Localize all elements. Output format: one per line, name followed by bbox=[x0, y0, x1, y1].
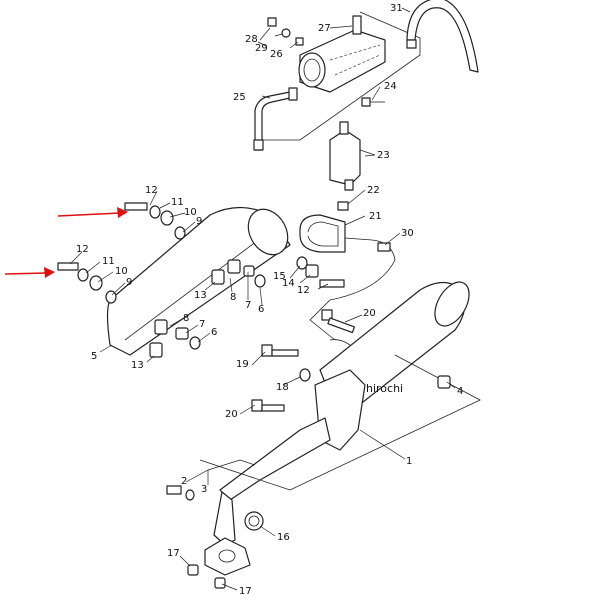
bolt-stack-top bbox=[124, 202, 186, 240]
muffler-body-part-1 bbox=[199, 281, 481, 546]
watermark-text: hirochi bbox=[366, 382, 403, 395]
callout-2: 2 bbox=[181, 476, 187, 487]
callout-30: 30 bbox=[401, 228, 414, 239]
callout-16: 16 bbox=[277, 532, 290, 543]
callout-15: 15 bbox=[273, 271, 286, 282]
bolt-part-24 bbox=[361, 97, 385, 107]
bolts-parts-2-3 bbox=[166, 485, 195, 501]
callout-11-top: 11 bbox=[171, 197, 184, 208]
breather-pipe-part-25 bbox=[253, 87, 298, 151]
pair-valve-part-23 bbox=[329, 121, 376, 191]
damper-collars bbox=[149, 259, 266, 358]
red-arrow-top bbox=[57, 207, 128, 218]
callout-25: 25 bbox=[233, 92, 246, 103]
callout-6-bottom: 6 bbox=[211, 327, 217, 338]
callout-12-top: 12 bbox=[145, 185, 158, 196]
callout-26: 26 bbox=[270, 49, 283, 60]
callout-22: 22 bbox=[367, 185, 380, 196]
callout-8-bottom: 8 bbox=[183, 313, 189, 324]
callout-20-lower: 20 bbox=[225, 409, 238, 420]
nut-part-4 bbox=[437, 375, 451, 389]
intake-hose-part-31 bbox=[406, 0, 479, 73]
callout-10-top: 10 bbox=[184, 207, 197, 218]
callout-21: 21 bbox=[369, 211, 382, 222]
callout-20-upper: 20 bbox=[363, 308, 376, 319]
callout-29: 29 bbox=[255, 43, 268, 54]
gasket-part-16 bbox=[244, 511, 264, 531]
bolts-center-12-14-15 bbox=[296, 256, 345, 288]
callout-4: 4 bbox=[457, 386, 463, 397]
callout-6-top: 6 bbox=[258, 304, 264, 315]
clamp-part-22 bbox=[337, 201, 349, 211]
callout-28: 28 bbox=[245, 34, 258, 45]
callout-1: 1 bbox=[406, 456, 412, 467]
callout-9-top: 9 bbox=[196, 216, 202, 227]
callout-31: 31 bbox=[390, 3, 403, 14]
callout-13-top: 13 bbox=[194, 290, 207, 301]
callout-24: 24 bbox=[384, 81, 397, 92]
bolt-part-20-upper bbox=[321, 309, 356, 346]
callout-8-top: 8 bbox=[230, 292, 236, 303]
callout-17-left: 17 bbox=[167, 548, 180, 559]
bolt-stack-bottom bbox=[57, 262, 117, 304]
callout-13-bottom: 13 bbox=[131, 360, 144, 371]
callout-27: 27 bbox=[318, 23, 331, 34]
red-arrow-bottom bbox=[4, 267, 55, 278]
bolts-parts-26-28-29 bbox=[267, 17, 304, 46]
muffler-protector-part-5 bbox=[106, 206, 291, 356]
bolt-part-20-lower bbox=[251, 399, 285, 412]
bracket-part-30 bbox=[377, 242, 391, 252]
washer-part-18 bbox=[299, 368, 311, 382]
callout-9-bottom: 9 bbox=[126, 277, 132, 288]
callout-11-bottom: 11 bbox=[102, 256, 115, 267]
callout-labels: 28 29 26 27 31 25 24 23 22 21 30 12 11 1… bbox=[76, 3, 463, 597]
callout-12-center: 12 bbox=[297, 285, 310, 296]
leader-lines bbox=[69, 7, 456, 591]
air-pipe-part-21 bbox=[299, 214, 396, 341]
callout-19: 19 bbox=[236, 359, 249, 370]
callout-14: 14 bbox=[282, 278, 295, 289]
callout-7-bottom: 7 bbox=[199, 319, 205, 330]
callout-18: 18 bbox=[276, 382, 289, 393]
callout-12-bottom: 12 bbox=[76, 244, 89, 255]
callout-7-top: 7 bbox=[245, 300, 251, 311]
callout-10-bottom: 10 bbox=[115, 266, 128, 277]
air-cleaner-box-part-27 bbox=[260, 11, 421, 141]
nuts-part-17 bbox=[187, 564, 226, 589]
callout-3: 3 bbox=[201, 484, 207, 495]
callout-17-right: 17 bbox=[239, 586, 252, 597]
bolt-part-19 bbox=[261, 344, 299, 357]
callout-5: 5 bbox=[91, 351, 97, 362]
exhaust-flange bbox=[204, 537, 251, 576]
callout-23: 23 bbox=[377, 150, 390, 161]
